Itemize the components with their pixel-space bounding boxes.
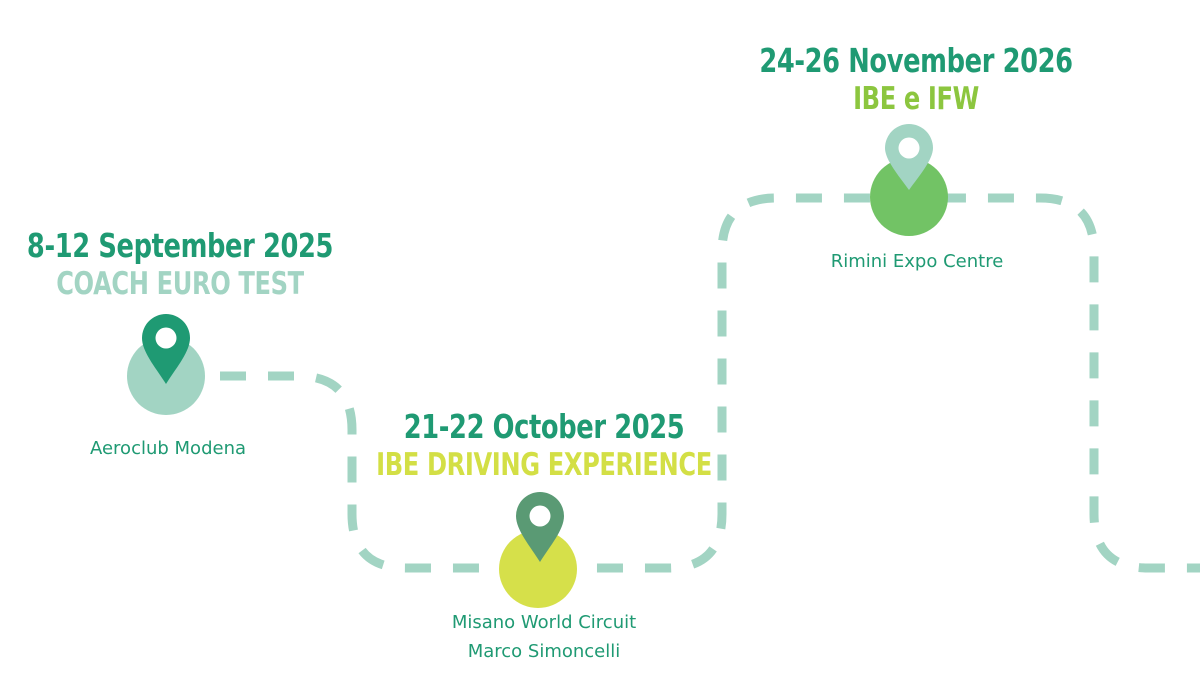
event-1-heading: 8-12 September 2025 COACH EURO TEST — [26, 226, 334, 303]
event-3-circle — [870, 158, 948, 236]
event-2-circle — [499, 530, 577, 608]
location-pin-icon — [516, 492, 564, 562]
event-2-venue-line-2: Marco Simoncelli — [467, 641, 621, 662]
event-1-date: 8-12 September 2025 — [26, 226, 334, 265]
event-3-venue-line-1: Rimini Expo Centre — [830, 251, 1004, 272]
event-2-venue-line-1: Misano World Circuit — [451, 612, 637, 633]
event-3-venue: Rimini Expo Centre — [831, 247, 1004, 276]
location-pin-icon — [142, 314, 190, 384]
event-2-name: IBE DRIVING EXPERIENCE — [376, 447, 712, 483]
event-1-venue: Aeroclub Modena — [90, 434, 246, 463]
event-3-date: 24-26 November 2026 — [759, 41, 1073, 80]
event-marker-1 — [127, 314, 205, 415]
event-2-venue: Misano World Circuit Marco Simoncelli — [452, 608, 636, 666]
event-1-venue-line-1: Aeroclub Modena — [89, 438, 247, 459]
event-2-date: 21-22 October 2025 — [403, 407, 685, 446]
event-marker-2 — [499, 492, 577, 608]
event-1-name: COACH EURO TEST — [56, 266, 304, 302]
event-3-name: IBE e IFW — [853, 81, 979, 117]
event-marker-3 — [870, 124, 948, 236]
event-2-heading: 21-22 October 2025 IBE DRIVING EXPERIENC… — [376, 408, 712, 484]
location-pin-icon — [885, 124, 933, 190]
event-3-heading: 24-26 November 2026 IBE e IFW — [759, 41, 1073, 118]
